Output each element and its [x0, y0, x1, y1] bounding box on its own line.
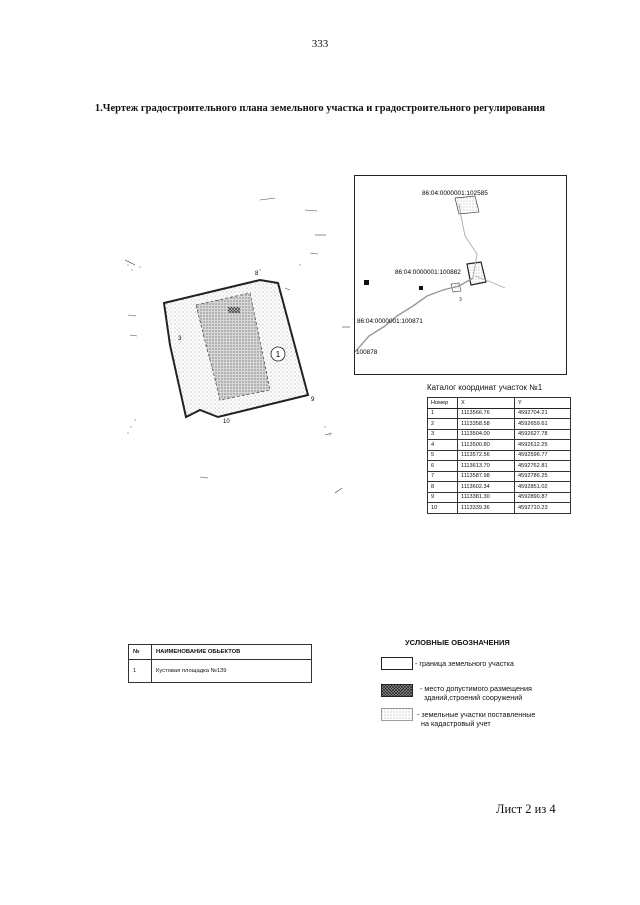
catalog-cell-x: 1113504.00 — [457, 428, 515, 440]
legend-swatch-boundary — [381, 657, 413, 670]
corner-label-8: 8 — [255, 271, 259, 277]
catalog-cell-y: 4592704.21 — [514, 407, 571, 419]
catalog-cell-num: 7 — [427, 470, 458, 482]
catalog-cell-num: 6 — [427, 460, 458, 472]
legend-swatch-registered-parcels — [381, 708, 413, 721]
table-row: 1 Кустовая площадка №139 — [128, 659, 312, 683]
legend-item-registered-parcels: - земельные участки поставленные на када… — [417, 710, 535, 728]
inset-map: 3 86:04:0000001:102585 86:04:0000001:100… — [354, 175, 567, 375]
catalog-header-x: X — [457, 397, 515, 409]
catalog-cell-y: 4592762.81 — [514, 460, 571, 472]
legend-swatch-building-zone — [381, 684, 413, 697]
catalog-cell-num: 9 — [427, 491, 458, 503]
surrounding-parcels — [124, 197, 350, 494]
catalog-cell-x: 1113587.98 — [457, 470, 515, 482]
inset-map-svg: 3 86:04:0000001:102585 86:04:0000001:100… — [354, 190, 506, 356]
object-marker-circle — [270, 346, 286, 362]
scatter-dots — [127, 264, 331, 436]
catalog-cell-x: 1113381.30 — [457, 491, 515, 503]
corner-label-10: 10 — [223, 419, 230, 425]
corner-label-3: 3 — [178, 336, 182, 342]
drawing-heading: 1.Чертеж градостроительного плана земель… — [94, 103, 546, 114]
catalog-cell-x: 1113500.80 — [457, 439, 515, 451]
catalog-cell-x: 1113613.70 — [457, 460, 515, 472]
inset-structure — [364, 280, 369, 285]
page-number: 333 — [311, 38, 329, 50]
cadastral-label-100871: 86:04:0000001:100871 — [357, 318, 423, 325]
cadastral-label-102585: 86:04:0000001:102585 — [422, 190, 488, 197]
catalog-cell-num: 8 — [427, 481, 458, 493]
object-number: 1 — [128, 659, 152, 683]
catalog-cell-x: 1113602.34 — [457, 481, 515, 493]
plot-drawing: 1 8 9 3 10 — [124, 197, 350, 494]
catalog-cell-x: 1113358.58 — [457, 418, 515, 430]
catalog-cell-num: 1 — [427, 407, 458, 419]
catalog-cell-num: 4 — [427, 439, 458, 451]
catalog-cell-y: 4592612.25 — [514, 439, 571, 451]
legend-item-label-2: зданий,строений сооружений — [424, 693, 523, 702]
object-name: Кустовая площадка №139 — [151, 659, 312, 683]
catalog-cell-y: 4592710.23 — [514, 502, 571, 514]
inset-parcel-main — [466, 261, 487, 286]
object-marker: 1 — [276, 350, 281, 359]
legend-item-building-zone: - место допустимого размещения зданий,ст… — [420, 684, 532, 702]
inset-parcel-top — [454, 195, 480, 215]
inset-parcel-small — [450, 282, 462, 293]
sheet-label: Лист 2 из 4 — [496, 802, 556, 816]
catalog-cell-y: 4592786.25 — [514, 470, 571, 482]
building-zone — [195, 292, 271, 401]
pad-block — [228, 307, 240, 313]
catalog-cell-x: 1113572.56 — [457, 449, 515, 461]
catalog-cell-y: 4592596.77 — [514, 449, 571, 461]
catalog-cell-num: 10 — [427, 502, 458, 514]
cadastral-label-100882: 86:04:0000001:100882 — [395, 269, 461, 276]
corner-label-9: 9 — [311, 397, 315, 403]
legend-item-label: - место допустимого размещения — [420, 684, 532, 693]
legend-item-label: - земельные участки поставленные — [417, 710, 536, 719]
catalog-cell-num: 2 — [427, 418, 458, 430]
catalog-cell-x: 1113566.76 — [457, 407, 515, 419]
catalog-cell-num: 3 — [427, 428, 458, 440]
legend-item-label: - граница земельного участка — [415, 659, 514, 668]
catalog-title: Каталог координат участок №1 — [427, 383, 543, 392]
catalog-cell-y: 4592659.61 — [514, 418, 571, 430]
objects-header-name: НАИМЕНОВАНИЕ ОБЬЕКТОВ — [151, 644, 312, 660]
legend-title: УСЛОВНЫЕ ОБОЗНАЧЕНИЯ — [405, 638, 510, 647]
cadastral-label-100878: 100878 — [356, 349, 378, 356]
inset-road — [354, 277, 474, 353]
objects-table: № НАИМЕНОВАНИЕ ОБЬЕКТОВ 1 Кустовая площа… — [128, 644, 312, 683]
catalog-cell-y: 4592627.78 — [514, 428, 571, 440]
catalog-header-row: Номер X Y — [427, 397, 571, 409]
legend-item-label-2: на кадастровый учет — [421, 719, 491, 728]
catalog-cell-num: 5 — [427, 449, 458, 461]
objects-header-number: № — [128, 644, 152, 660]
catalog-cell-y: 4592890.87 — [514, 491, 571, 503]
catalog-cell-y: 4592851.02 — [514, 481, 571, 493]
legend-item-boundary: - граница земельного участка — [415, 659, 514, 668]
inset-structure — [419, 286, 423, 290]
inset-marker: 3 — [459, 297, 462, 303]
objects-header-row: № НАИМЕНОВАНИЕ ОБЬЕКТОВ — [128, 644, 312, 660]
catalog-header-y: Y — [514, 397, 571, 409]
catalog-header-number: Номер — [427, 397, 458, 409]
catalog-cell-x: 1113339.36 — [457, 502, 515, 514]
